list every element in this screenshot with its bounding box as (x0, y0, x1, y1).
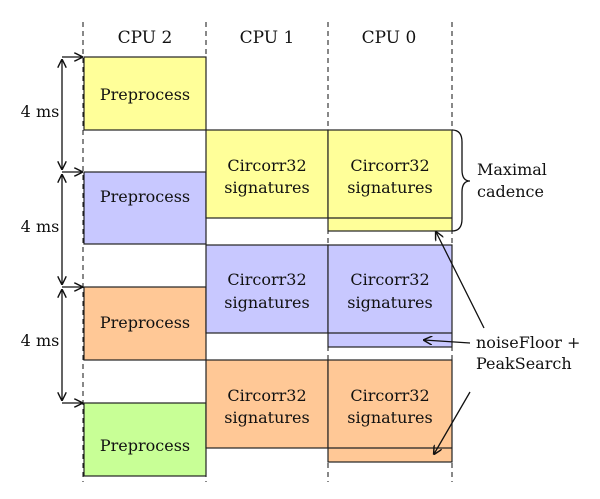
circorr-cpu0-line2-2: signatures (347, 293, 432, 312)
circorr-cpu1-line2-3: signatures (224, 408, 309, 427)
column-header-cpu2: CPU 2 (118, 28, 173, 48)
circorr-cpu1-line1-1: Circorr32 (227, 156, 306, 175)
noise-label-line2: PeakSearch (476, 354, 572, 373)
preprocess-label-2: Preprocess (100, 187, 190, 206)
circorr-cpu0-line1-1: Circorr32 (350, 156, 429, 175)
column-header-cpu0: CPU 0 (362, 28, 417, 48)
interval-label-3: 4 ms (21, 331, 60, 350)
circorr-cpu0-line2-3: signatures (347, 408, 432, 427)
circorr-cpu1-line2-2: signatures (224, 293, 309, 312)
noise-label-line1: noiseFloor + (476, 333, 580, 352)
circorr-cpu0-line1-3: Circorr32 (350, 386, 429, 405)
timing-arrows (62, 57, 82, 403)
circorr-cpu0-line1-2: Circorr32 (350, 270, 429, 289)
preprocess-label-1: Preprocess (100, 85, 190, 104)
cadence-label-line1: Maximal (477, 160, 547, 179)
column-header-cpu1: CPU 1 (240, 28, 295, 48)
interval-label-bg-1 (20, 102, 60, 122)
noise-pointer-top (436, 232, 485, 329)
circorr-cpu1-box-2 (205, 244, 329, 334)
noise-pointer-bottom (434, 391, 471, 454)
circorr-cpu0-box-1 (327, 129, 453, 232)
preprocess-label-3: Preprocess (100, 313, 190, 332)
interval-label-2: 4 ms (21, 217, 60, 236)
interval-label-bg-2 (20, 217, 60, 237)
circorr-cpu0-box-3 (327, 359, 453, 463)
interval-label-bg-3 (20, 331, 60, 351)
preprocess-box-3 (83, 286, 207, 361)
circorr-cpu1-box-1 (205, 129, 329, 219)
circorr-cpu0-blocks: Circorr32 signatures Circorr32 signature… (327, 129, 453, 463)
circorr-cpu1-box-3 (205, 359, 329, 449)
circorr-cpu0-box-2 (327, 244, 453, 348)
noise-pointer-middle (424, 340, 471, 343)
preprocess-box-1 (83, 56, 207, 131)
cadence-brace (451, 129, 471, 232)
preprocess-box-2 (83, 171, 207, 245)
circorr-cpu0-line2-1: signatures (347, 178, 432, 197)
interval-label-1: 4 ms (21, 102, 60, 121)
preprocess-blocks: Preprocess Preprocess Preprocess Preproc… (83, 56, 207, 477)
noise-pointers (424, 232, 485, 454)
preprocess-label-4: Preprocess (100, 436, 190, 455)
circorr-cpu1-blocks: Circorr32 signatures Circorr32 signature… (205, 129, 329, 449)
circorr-cpu1-line1-2: Circorr32 (227, 270, 306, 289)
cadence-label-line2: cadence (477, 182, 544, 201)
circorr-cpu1-line2-1: signatures (224, 178, 309, 197)
circorr-cpu1-line1-3: Circorr32 (227, 386, 306, 405)
